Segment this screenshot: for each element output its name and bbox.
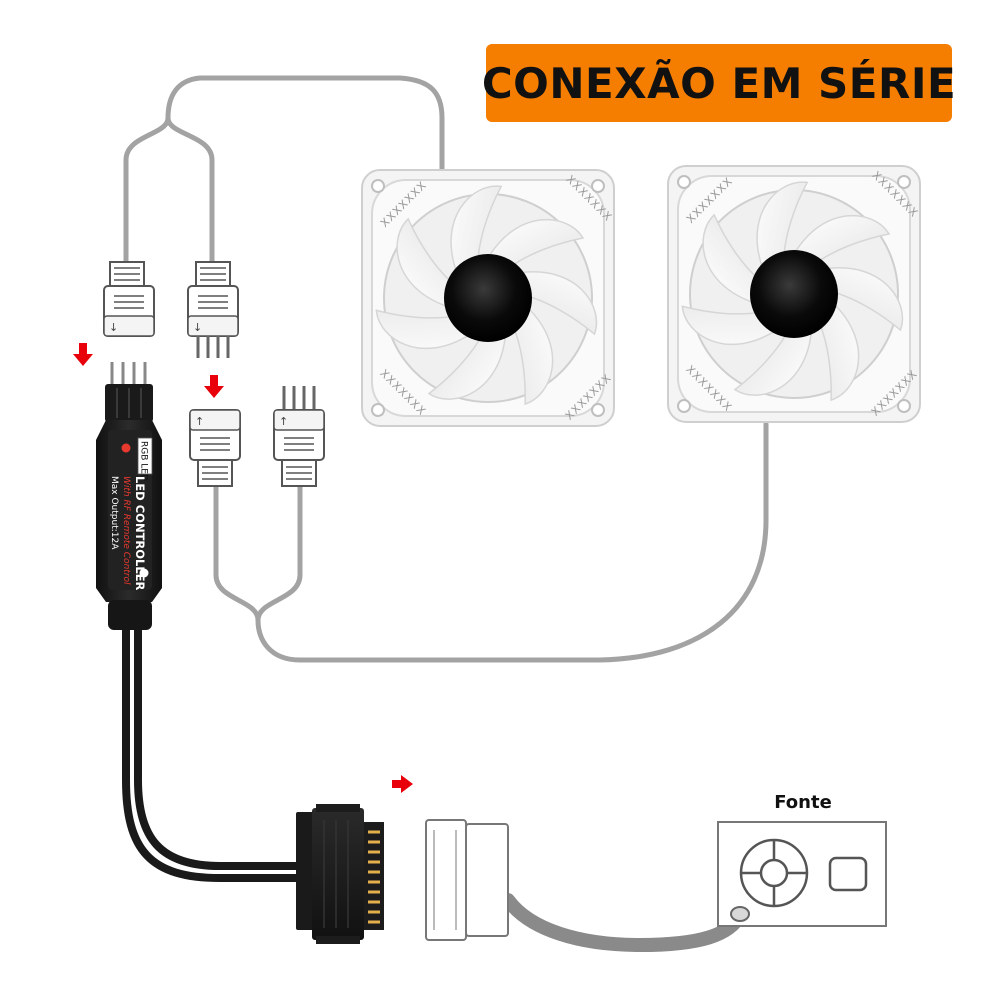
title-banner: CONEXÃO EM SÉRIE [482,44,956,122]
bottom-splitter-male-connector: ↑ [273,386,325,487]
top-splitter-male-connector: ↓ [187,261,239,358]
psu-sata-connector [425,819,509,941]
controller-power-cable [122,624,304,882]
svg-text:↓: ↓ [109,321,118,334]
led-controller-label: RGB LED LED CONTROLLER With RF Remote Co… [109,437,153,591]
cable-fan1-to-top-splitter [123,75,445,265]
fan-1: XXXXXXX XXXXXXX XXXXXXX XXXXXXX [361,169,615,427]
top-splitter-female-connector: ↓ [103,261,155,337]
svg-text:↑: ↑ [195,415,204,428]
power-supply [717,821,887,927]
arrow-down-to-controller [73,343,93,366]
controller-max-output: Max Output:12A [109,476,119,550]
controller-info-icon [139,568,149,578]
controller-power-icon [121,443,131,453]
fan-2: XXXXXXX XXXXXXX XXXXXXX XXXXXXX [667,165,921,423]
bottom-splitter-female-connector: ↑ [189,409,241,487]
controller-subtitle: With RF Remote Control [121,476,131,585]
controller-badge-box [137,437,153,475]
psu-fan-icon [739,838,809,908]
arrow-right-to-psu-connector [392,775,413,793]
svg-text:↑: ↑ [279,415,288,428]
psu-switch-icon [828,856,868,892]
psu-cable-grommet [730,906,750,922]
sata-power-plug [296,804,384,944]
svg-text:↓: ↓ [193,321,202,334]
fan-1-hub [444,254,532,342]
arrow-down-to-splitter [204,375,224,398]
diagram-title: CONEXÃO EM SÉRIE [481,58,957,108]
controller-badge: RGB LED [139,441,149,481]
fan-2-hub [750,250,838,338]
controller-name: LED CONTROLLER [133,476,147,591]
power-supply-label: Fonte [774,792,832,813]
psu-cable [501,893,747,953]
cable-fan2-to-bottom-splitter [213,421,769,663]
